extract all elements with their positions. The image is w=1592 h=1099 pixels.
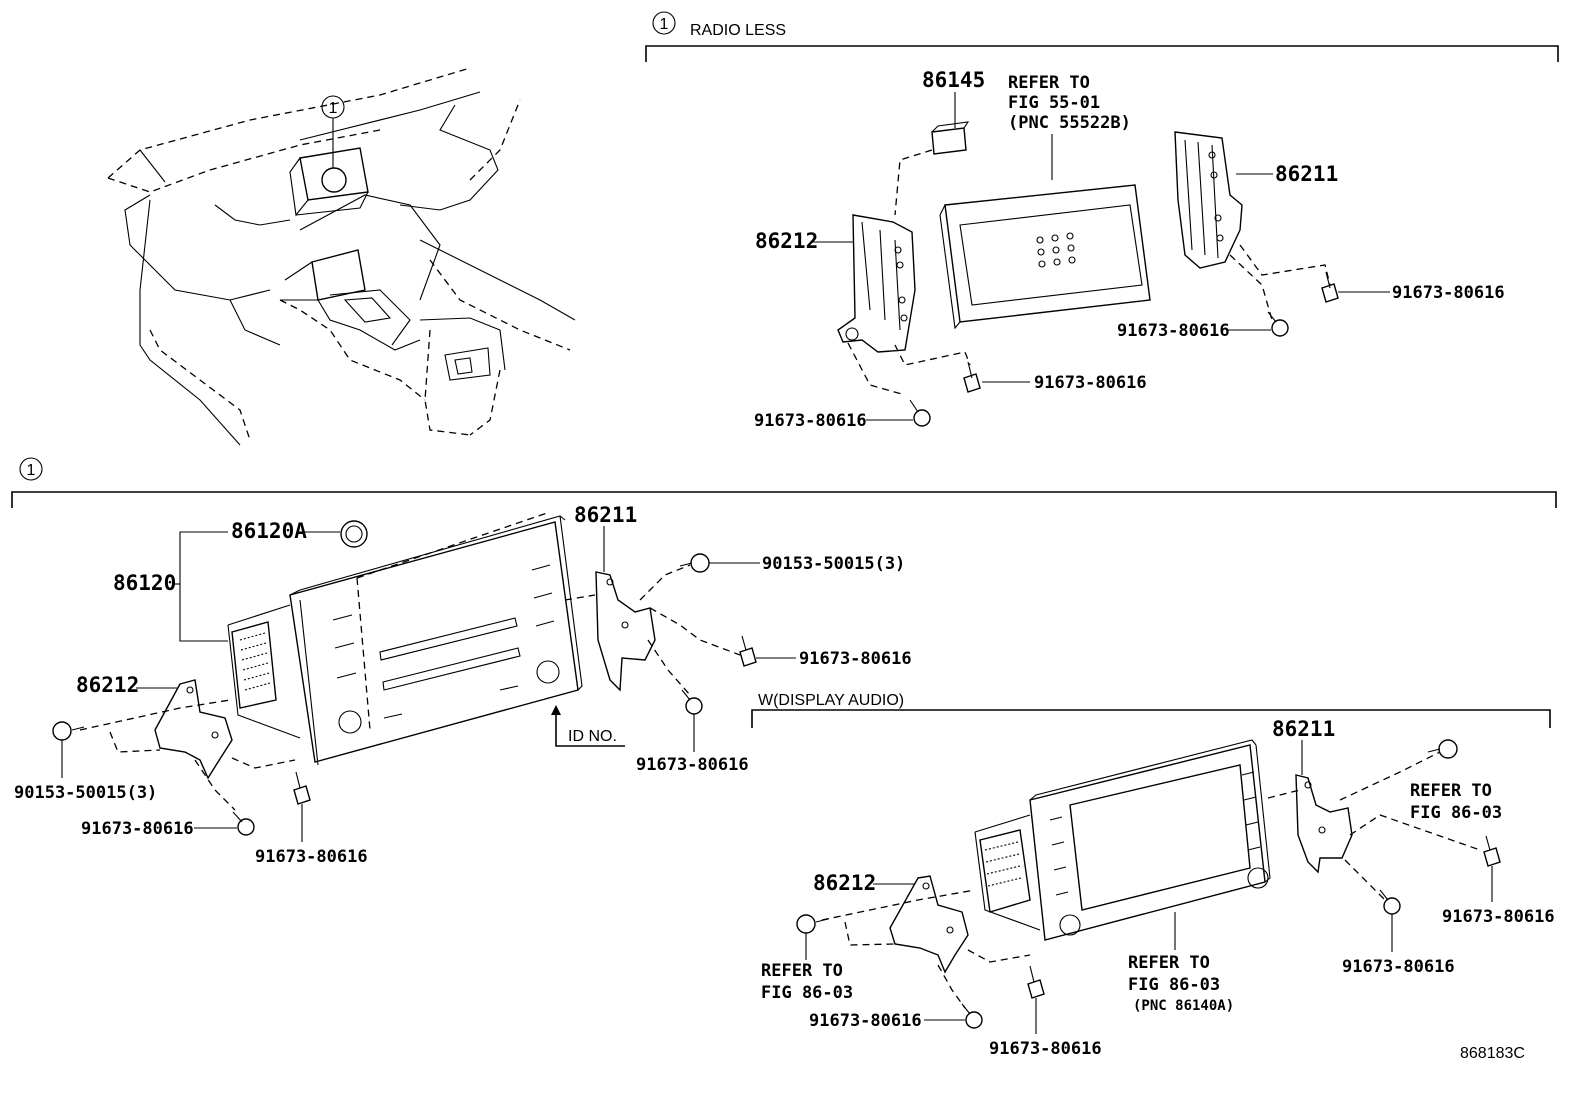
refer-86-03-left-line1: REFER TO bbox=[761, 961, 843, 981]
radio-less-86211-label: 86211 bbox=[1275, 162, 1338, 186]
unit-slots bbox=[332, 564, 560, 734]
part-86120A-label: 86120A bbox=[231, 519, 307, 543]
screw-icon bbox=[293, 771, 311, 805]
refer-86-03-center-line1: REFER TO bbox=[1128, 953, 1210, 973]
radio-less-screw-right-lower: 91673-80616 bbox=[1117, 321, 1230, 341]
main-unit-section: 1 86120A 86120 ID NO. bbox=[11, 457, 1557, 867]
refer-86-03-center-line3: (PNC 86140A) bbox=[1133, 998, 1234, 1014]
main-screw-left-1: 91673-80616 bbox=[81, 819, 194, 839]
part-86120-label: 86120 bbox=[113, 571, 176, 595]
radio-less-screw-left: 91673-80616 bbox=[754, 411, 867, 431]
main-86212-label: 86212 bbox=[76, 673, 139, 697]
id-no-label: ID NO. bbox=[568, 728, 617, 745]
bolt-icon bbox=[52, 721, 85, 741]
radio-less-screw-mid: 91673-80616 bbox=[1034, 373, 1147, 393]
bolt-icon bbox=[796, 914, 829, 934]
display-screw-far-right: 91673-80616 bbox=[1442, 907, 1555, 927]
display-audio-section: W(DISPLAY AUDIO) REFER TO FIG 86-03 (PNC… bbox=[751, 692, 1555, 1059]
radio-less-marker: 1 bbox=[660, 16, 669, 33]
display-screw-right: 91673-80616 bbox=[1342, 957, 1455, 977]
dashboard-location-view: 1 bbox=[107, 67, 576, 446]
main-screw-right-1: 91673-80616 bbox=[799, 649, 912, 669]
refer-86-03-right-line2: FIG 86-03 bbox=[1410, 803, 1502, 823]
main-bolt-right: 90153-50015(3) bbox=[762, 554, 905, 574]
radio-less-86212-label: 86212 bbox=[755, 229, 818, 253]
display-audio-title: W(DISPLAY AUDIO) bbox=[758, 692, 904, 709]
screw-icon bbox=[1027, 965, 1045, 999]
radio-less-screw-right: 91673-80616 bbox=[1392, 283, 1505, 303]
screw-icon bbox=[909, 399, 931, 427]
panel-dot-grid bbox=[1036, 232, 1076, 268]
screw-icon bbox=[1321, 271, 1339, 303]
dashboard-callout-label: 1 bbox=[329, 100, 338, 117]
bolt-icon bbox=[679, 553, 710, 573]
radio-less-title: RADIO LESS bbox=[690, 22, 786, 39]
part-86145-label: 86145 bbox=[922, 68, 985, 92]
refer-55-01-line3: (PNC 55522B) bbox=[1008, 113, 1131, 133]
main-unit-marker: 1 bbox=[27, 462, 36, 479]
display-86211-label: 86211 bbox=[1272, 717, 1335, 741]
refer-86-03-left-line2: FIG 86-03 bbox=[761, 983, 853, 1003]
section-marker-circle bbox=[652, 11, 676, 35]
display-screw-left: 91673-80616 bbox=[809, 1011, 922, 1031]
figure-code: 868183C bbox=[1460, 1045, 1525, 1062]
main-screw-left-2: 91673-80616 bbox=[255, 847, 368, 867]
main-screw-right-2: 91673-80616 bbox=[636, 755, 749, 775]
screw-icon bbox=[963, 361, 981, 393]
refer-86-03-right-line1: REFER TO bbox=[1410, 781, 1492, 801]
bolt-icon bbox=[1427, 739, 1458, 759]
screw-icon bbox=[1483, 835, 1501, 867]
screw-icon bbox=[232, 811, 255, 836]
screw-icon bbox=[739, 635, 757, 667]
screw-icon bbox=[961, 1003, 983, 1029]
screw-icon bbox=[681, 689, 703, 715]
main-86211-label: 86211 bbox=[574, 503, 637, 527]
display-screw-bottom: 91673-80616 bbox=[989, 1039, 1102, 1059]
refer-55-01-line1: REFER TO bbox=[1008, 73, 1090, 93]
radio-less-section: 1 RADIO LESS 86145 REFER TO FIG 55-01 (P… bbox=[645, 11, 1559, 431]
main-bolt-left: 90153-50015(3) bbox=[14, 783, 157, 803]
refer-55-01-line2: FIG 55-01 bbox=[1008, 93, 1100, 113]
display-buttons bbox=[1049, 771, 1269, 936]
refer-86-03-center-line2: FIG 86-03 bbox=[1128, 975, 1220, 995]
screw-icon bbox=[1379, 889, 1401, 915]
display-86212-label: 86212 bbox=[813, 871, 876, 895]
screw-icon bbox=[1267, 311, 1289, 337]
